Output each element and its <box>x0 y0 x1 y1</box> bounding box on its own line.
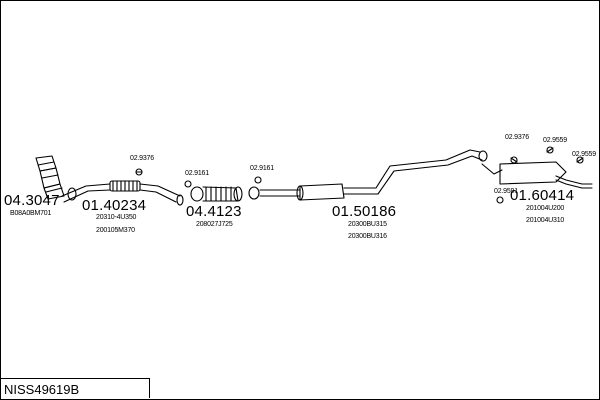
fitting-hanger-3 <box>254 176 262 184</box>
part-number-01-40234: 01.40234 <box>82 197 147 214</box>
rear-silencer <box>481 161 593 189</box>
part-ref-01-40234-b: 200105M370 <box>96 227 135 234</box>
fitting-label-1: 02.9376 <box>130 155 154 162</box>
fitting-hanger-1 <box>135 168 143 176</box>
fitting-label-4: 02.9376 <box>505 134 529 141</box>
part-ref-01-60414-b: 201004U310 <box>526 217 565 224</box>
fitting-hanger-2 <box>184 180 192 188</box>
fitting-label-5: 02.9559 <box>543 137 567 144</box>
front-pipe <box>61 180 184 206</box>
part-ref-04-4123-a: 208027J725 <box>196 221 233 228</box>
fitting-clamp-7 <box>496 196 504 204</box>
part-ref-01-50186-a: 20300BU315 <box>348 221 387 228</box>
fitting-label-7: 02.9591 <box>494 188 518 195</box>
part-number-01-50186: 01.50186 <box>332 203 397 220</box>
kit-code-box: NISS49619B <box>0 378 150 398</box>
part-ref-01-40234-a: 20310-4U350 <box>96 214 137 221</box>
part-ref-01-50186-b: 20300BU316 <box>348 233 387 240</box>
catalytic-converter-manifold <box>35 155 65 200</box>
middle-silencer <box>259 149 488 201</box>
fitting-hanger-5 <box>546 146 554 154</box>
catalytic-converter <box>190 186 260 202</box>
part-ref-01-60414-a: 201004U200 <box>526 205 565 212</box>
kit-code: NISS49619B <box>4 382 80 397</box>
part-ref-04-3047-a: B08A0BM701 <box>10 210 52 217</box>
part-number-01-60414: 01.60414 <box>510 187 575 204</box>
fitting-hanger-6 <box>576 156 584 164</box>
fitting-label-6: 02.9559 <box>572 151 596 158</box>
fitting-hanger-4 <box>510 156 518 164</box>
part-number-04-4123: 04.4123 <box>186 203 242 220</box>
part-number-04-3047: 04.3047 <box>4 192 60 209</box>
fitting-label-3: 02.9161 <box>250 165 274 172</box>
fitting-label-2: 02.9161 <box>185 170 209 177</box>
